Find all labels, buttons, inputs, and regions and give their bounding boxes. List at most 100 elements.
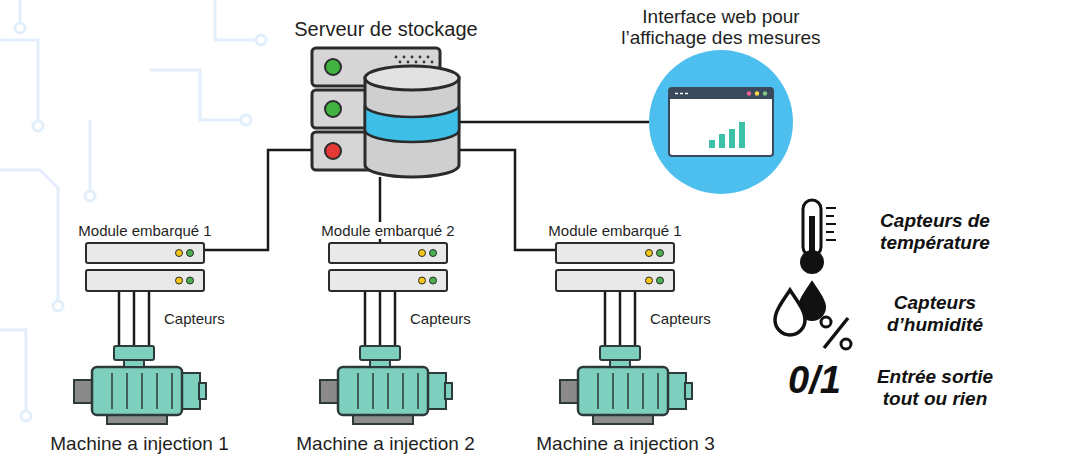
storage-server-icon-part-part [415,61,418,64]
circuit-background-part [89,120,92,190]
circuit-background-part [33,121,43,131]
circuit-background-part [0,330,26,410]
thermometer-icon-part [826,239,836,241]
thermometer-icon [800,200,836,274]
circuit-background-part [53,301,63,311]
injection-machine: Machine a injection 3 [558,345,693,425]
storage-server-icon-part-part [395,56,398,59]
storage-server-icon-part-part [431,61,434,64]
storage-server-icon-part-part [427,56,430,59]
io-symbol: 0/1 [788,358,841,402]
connector-line [460,150,555,250]
injection-machine: Machine a injection 1 [72,345,207,425]
storage-server-icon-part-part [423,61,426,64]
connector [460,122,649,123]
edge-label: Capteurs [162,310,227,328]
web-interface-circle: Interface web pour l’affichage des mesur… [649,50,793,194]
circuit-background-part [0,40,38,120]
storage-server-icon-part [325,59,341,75]
humidity-icon-part [821,317,831,327]
node-label-group: Serveur de stockage [292,18,479,41]
storage-server-icon-part [325,101,341,117]
storage-server-icon-part-part [419,56,422,59]
legend-text: Capteurs de température [862,210,1008,254]
humidity-icon-part [841,339,851,349]
injection-machine-icons-part [320,346,452,424]
connector-line [460,121,649,124]
server-label: Serveur de stockage [292,18,479,41]
connector [119,292,149,345]
circuit-background-part [19,0,22,22]
storage-server-icon-part [365,66,459,90]
connector-line [379,292,382,345]
injection-machine: Machine a injection 2 [318,345,453,425]
connector [205,150,312,250]
edge-label: Capteurs [648,310,713,328]
node-label-group: Module embarqué 1 [546,222,683,239]
thermometer-icon-part [826,231,834,233]
storage-server-icon-part-part [407,61,410,64]
embedded-module-icons-part [329,243,447,291]
thermometer-icon-part [826,223,836,225]
legend-text: Entrée sortie tout ou rien [862,366,1008,410]
thermometer-icon-part [826,215,834,217]
connector-line [148,292,151,345]
node-label-group: Interface web pour l’affichage des mesur… [609,6,834,48]
machine-label: Machine a injection 3 [534,433,717,455]
circuit-background-part [256,35,266,45]
storage-server-icon-part-part [411,56,414,59]
storage-server-icon-part [365,78,459,177]
module-label: Module embarqué 1 [546,222,683,239]
connector-line [604,292,607,345]
connector [365,292,395,345]
connector-line [205,150,312,250]
injection-machine-icons-part [74,346,206,424]
humidity-icon-part [824,318,848,348]
legend-item: Entrée sortie tout ou rien [862,366,1008,410]
injection-machine-icons [74,346,692,424]
storage-server-icon [312,48,459,177]
storage-server-icon-part-part [403,56,406,59]
connector [460,150,555,250]
machine-label: Machine a injection 1 [48,433,231,455]
connector-line [634,292,637,345]
circuit-background-part [0,170,58,300]
interface-label: Interface web pour l’affichage des mesur… [609,6,834,48]
circuit-background-part [15,23,25,33]
circuit-background-part [85,191,95,201]
circle-shape [649,50,793,194]
embedded-module: Module embarqué 2 [328,242,448,292]
connector-line [364,292,367,345]
storage-server-icon-part-part [399,61,402,64]
storage-server-icon-part [395,56,434,64]
embedded-module-icons-part [556,243,674,291]
machine-label: Machine a injection 2 [294,433,477,455]
module-label: Module embarqué 1 [76,222,213,239]
thermometer-icon-part [800,250,824,274]
circuit-background-part [150,70,240,120]
legend-item: Capteurs d’humidité [862,292,1008,336]
humidity-icon [775,282,851,349]
thermometer-icon-part [826,207,836,209]
storage-server-icon-part [325,143,341,159]
embedded-module: Module embarqué 1 [555,242,675,292]
node-label-group: Machine a injection 2 [294,433,477,455]
injection-machine-icons-part [560,346,692,424]
circle-outline [649,50,793,194]
humidity-icon-part [775,290,805,335]
embedded-module-icons [86,243,674,291]
circuit-background-part [215,0,255,40]
node-label-group: Machine a injection 1 [48,433,231,455]
embedded-module: Module embarqué 1 [85,242,205,292]
connector [605,292,635,345]
module-label: Module embarqué 2 [319,222,456,239]
connector-line [619,292,622,345]
embedded-module-icons-part [86,243,204,291]
storage-server-icon-part [365,105,459,142]
connector-line [394,292,397,345]
node-label-group: Module embarqué 1 [76,222,213,239]
legend-text: Capteurs d’humidité [862,292,1008,336]
node-label-group: Machine a injection 3 [534,433,717,455]
browser-icon [669,88,773,156]
